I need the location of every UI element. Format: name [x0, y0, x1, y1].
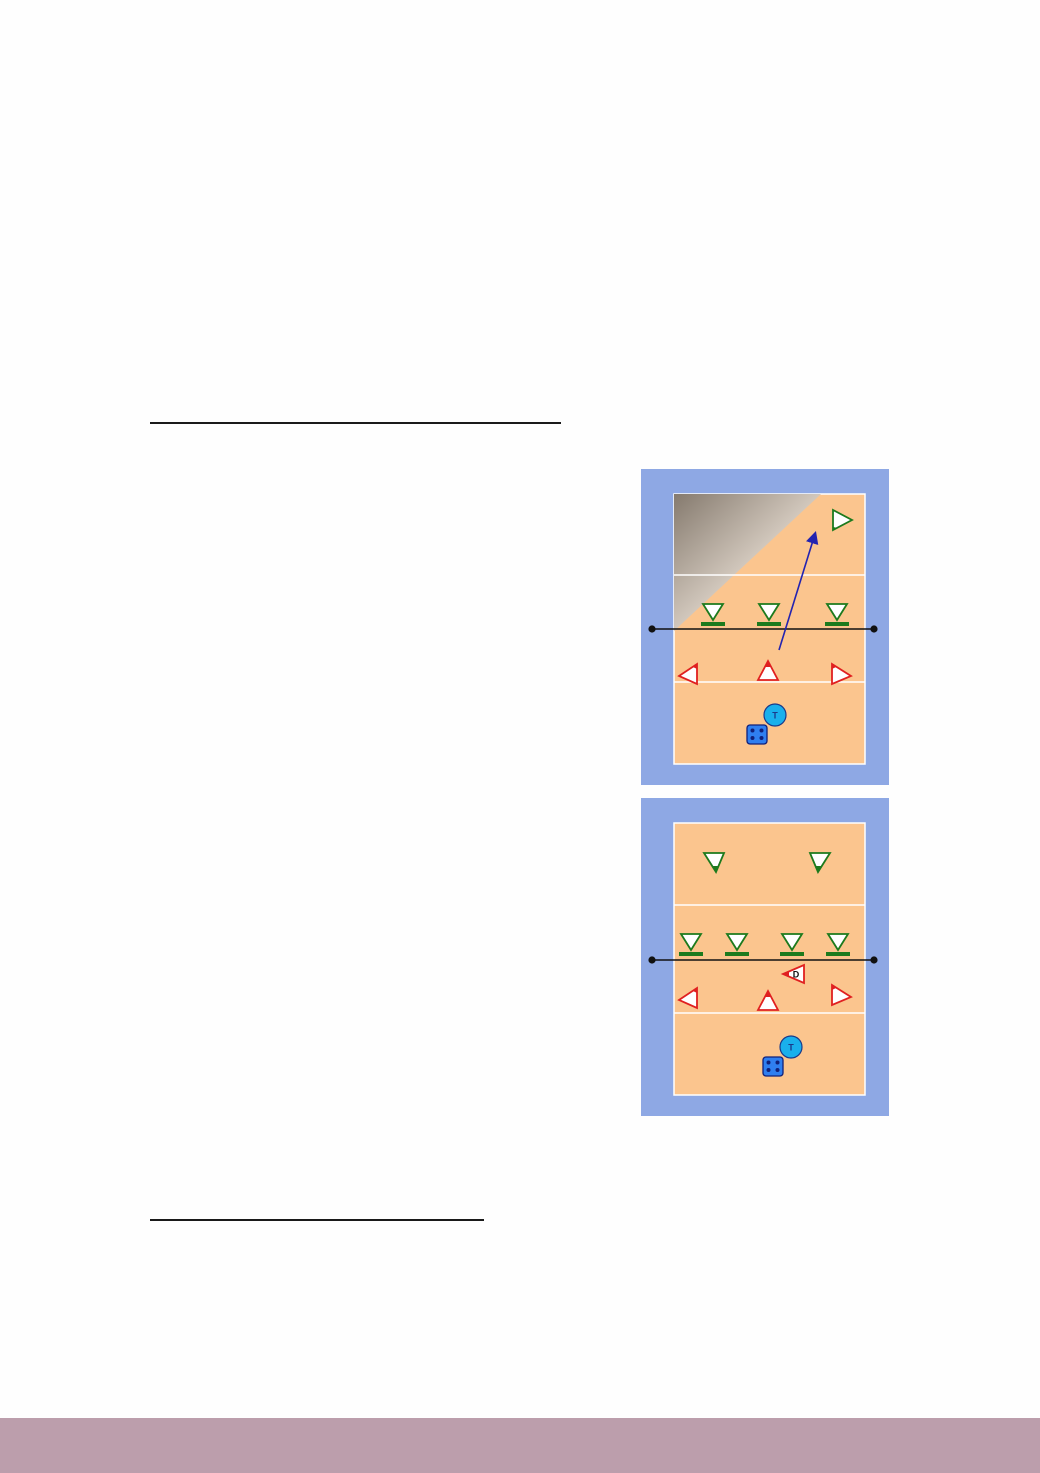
shaded-zone	[674, 494, 821, 631]
red-player-center	[756, 989, 780, 1011]
net-post-right	[870, 625, 878, 633]
section-divider-bottom	[150, 1219, 484, 1221]
red-player-left	[677, 662, 698, 686]
green-blocker-3	[780, 933, 804, 956]
red-player-d: D	[780, 963, 805, 985]
court-diagram-1: T	[641, 469, 889, 785]
green-player-back	[832, 508, 854, 532]
player-label-d: D	[793, 970, 800, 980]
net-post-right	[870, 956, 878, 964]
green-blocker-1	[701, 603, 725, 626]
red-player-right	[831, 662, 853, 686]
court-diagram-2: D T	[641, 798, 889, 1116]
green-player-back-right	[808, 852, 832, 874]
green-blocker-2	[725, 933, 749, 956]
green-blocker-1	[679, 933, 703, 956]
red-player-left	[677, 986, 698, 1010]
section-divider-top	[150, 422, 561, 424]
coach-label: T	[772, 711, 778, 721]
red-player-center	[756, 659, 780, 681]
coach-label: T	[788, 1043, 794, 1053]
red-player-right	[831, 983, 853, 1007]
coach-marker: T	[763, 703, 787, 727]
footer-band	[0, 1418, 1040, 1473]
attack-arrow	[778, 530, 819, 651]
net-post-left	[648, 956, 656, 964]
ball-cart-icon	[746, 724, 768, 745]
green-blocker-2	[757, 603, 781, 626]
court-surface	[673, 822, 866, 1096]
green-blocker-4	[826, 933, 850, 956]
net-post-left	[648, 625, 656, 633]
coach-marker: T	[779, 1035, 803, 1059]
ball-cart-icon	[762, 1056, 784, 1077]
green-player-back-left	[702, 852, 726, 874]
green-blocker-3	[825, 603, 849, 626]
